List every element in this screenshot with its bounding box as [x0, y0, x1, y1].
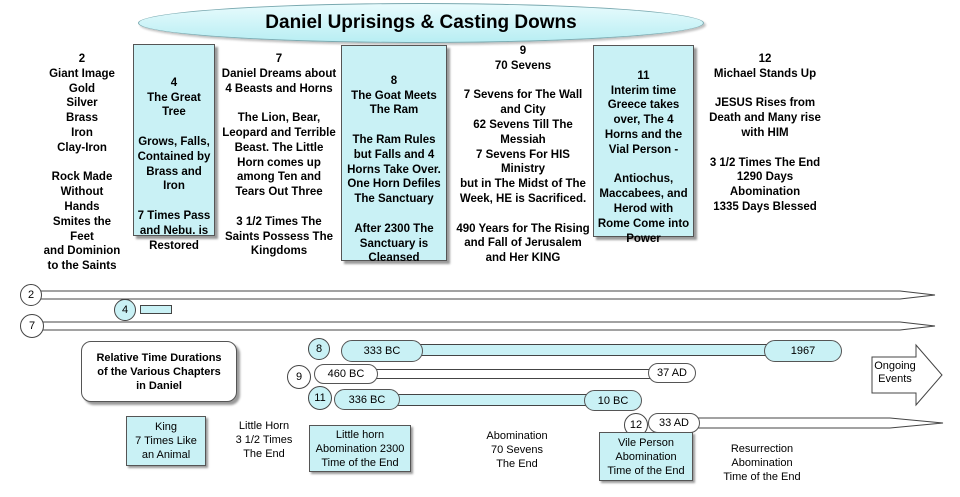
row-11-end: 10 BC: [584, 390, 642, 411]
chapter-8-text: 8 The Goat Meets The Ram The Ram Rules b…: [347, 74, 441, 265]
chapter-9-text: 9 70 Sevens 7 Sevens for The Wall and Ci…: [456, 45, 590, 265]
row-11-end-label: 10 BC: [597, 394, 629, 407]
king-box: King 7 Times Like an Animal: [126, 416, 206, 466]
row-9-label: 9: [295, 371, 303, 383]
row-12-start-label: 33 AD: [659, 417, 689, 429]
chapter-8-box: 8 The Goat Meets The Ram The Ram Rules b…: [341, 45, 447, 264]
row-11-marker: 11: [308, 386, 332, 410]
row-2-label: 2: [27, 289, 35, 301]
row-8-label: 8: [315, 343, 323, 355]
row-8-marker: 8: [308, 338, 330, 360]
row-12-start: 33 AD: [648, 413, 700, 433]
ongoing-arrow: [871, 343, 943, 407]
row-8-end-label: 1967: [790, 345, 816, 357]
row-4-marker: 4: [114, 299, 136, 321]
chapter-2-text: 2 Giant Image Gold Silver Brass Iron Cla…: [43, 53, 121, 273]
little-horn-abom-text: Little horn Abomination 2300 Time of the…: [315, 428, 405, 469]
abomination-70-text: Abomination 70 Sevens The End: [486, 430, 548, 470]
row-11-label: 11: [314, 392, 326, 404]
row-8-end: 1967: [764, 340, 842, 362]
row-2-arrow: [39, 290, 936, 300]
row-7-arrow: [41, 321, 936, 331]
diagram-title: Daniel Uprisings & Casting Downs: [265, 12, 577, 33]
row-9-bar: [360, 369, 682, 379]
chapter-4-text: 4 The Great Tree Grows, Falls, Contained…: [137, 76, 211, 252]
row-8-bar: [390, 344, 792, 356]
legend-box: Relative Time Durations of the Various C…: [81, 341, 237, 402]
title-banner: Daniel Uprisings & Casting Downs: [138, 3, 704, 43]
little-horn-abom-box: Little horn Abomination 2300 Time of the…: [309, 425, 411, 472]
row-7-marker: 7: [20, 314, 44, 338]
row-9-end: 37 AD: [648, 363, 696, 383]
row-2-marker: 2: [20, 284, 42, 306]
chapter-4-box: 4 The Great Tree Grows, Falls, Contained…: [133, 44, 215, 252]
vile-person-box: Vile Person Abomination Time of the End: [599, 432, 693, 481]
chapter-11-box: 11 Interim time Greece takes over, The 4…: [593, 45, 694, 245]
resurrection-text: Resurrection Abomination Time of the End: [723, 443, 801, 483]
row-9-start: 460 BC: [314, 364, 378, 384]
row-12-label: 12: [629, 419, 643, 431]
row-7-label: 7: [28, 320, 36, 332]
row-9-marker: 9: [287, 365, 311, 389]
row-11-start-label: 336 BC: [348, 393, 386, 406]
king-text: King 7 Times Like an Animal: [135, 421, 197, 461]
row-11-start: 336 BC: [334, 389, 400, 410]
ongoing-label: Ongoing Events: [874, 360, 916, 385]
legend-text: Relative Time Durations of the Various C…: [96, 351, 222, 392]
row-9-end-label: 37 AD: [657, 367, 687, 379]
row-4-bar: [140, 305, 172, 314]
chapter-11-text: 11 Interim time Greece takes over, The 4…: [597, 69, 690, 245]
row-8-start: 333 BC: [341, 340, 423, 362]
row-11-bar: [380, 394, 612, 406]
chapter-12-text: 12 Michael Stands Up JESUS Rises from De…: [709, 53, 821, 213]
little-horn-end-text: Little Horn 3 1/2 Times The End: [235, 420, 293, 460]
vile-person-text: Vile Person Abomination Time of the End: [607, 436, 685, 477]
row-4-label: 4: [121, 304, 129, 316]
row-8-start-label: 333 BC: [363, 345, 401, 357]
row-9-start-label: 460 BC: [327, 368, 365, 380]
chapter-7-text: 7 Daniel Dreams about 4 Beasts and Horns…: [221, 53, 337, 258]
